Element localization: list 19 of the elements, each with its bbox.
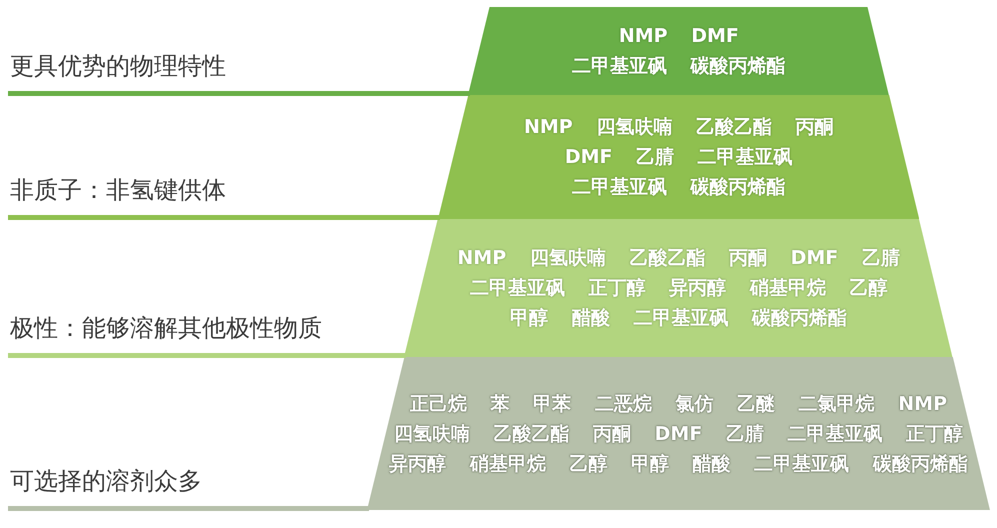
solvent-list: DMF 乙腈 二甲基亚砜: [564, 142, 793, 172]
solvent-list: NMP DMF: [618, 21, 739, 51]
solvent-list: 二甲基亚砜 正丁醇 异丙醇 硝基甲烷 乙醇: [470, 273, 888, 303]
solvent-list: 甲醇 醋酸 二甲基亚砜 碳酸丙烯酯: [510, 303, 848, 333]
solvent-list: 四氢呋喃 乙酸乙酯 丙酮 DMF 乙腈 二甲基亚砜 正丁醇: [394, 418, 964, 448]
pyramid-tier: [438, 95, 920, 219]
tier-label: 可选择的溶剂众多: [10, 467, 202, 496]
tier-label: 更具优势的物理特性: [10, 52, 226, 81]
solvent-list: NMP 四氢呋喃 乙酸乙酯 丙酮 DMF 乙腈: [457, 243, 900, 273]
solvent-list: 二甲基亚砜 碳酸丙烯酯: [572, 51, 786, 81]
tier-label: 极性：能够溶解其他极性物质: [10, 314, 322, 343]
pyramid-tier: [468, 7, 890, 95]
solvent-list: NMP 四氢呋喃 乙酸乙酯 丙酮: [524, 112, 834, 142]
solvent-list: 正己烷 苯 甲苯 二恶烷 氯仿 乙醚 二氯甲烷 NMP: [410, 388, 948, 418]
solvent-list: 二甲基亚砜 碳酸丙烯酯: [572, 172, 786, 202]
pyramid-tier: [404, 219, 953, 357]
pyramid-tier: [367, 357, 990, 510]
solvent-list: 异丙醇 硝基甲烷 乙醇 甲醇 醋酸 二甲基亚砜 碳酸丙烯酯: [389, 448, 968, 478]
tier-label: 非质子：非氢键供体: [10, 176, 226, 205]
